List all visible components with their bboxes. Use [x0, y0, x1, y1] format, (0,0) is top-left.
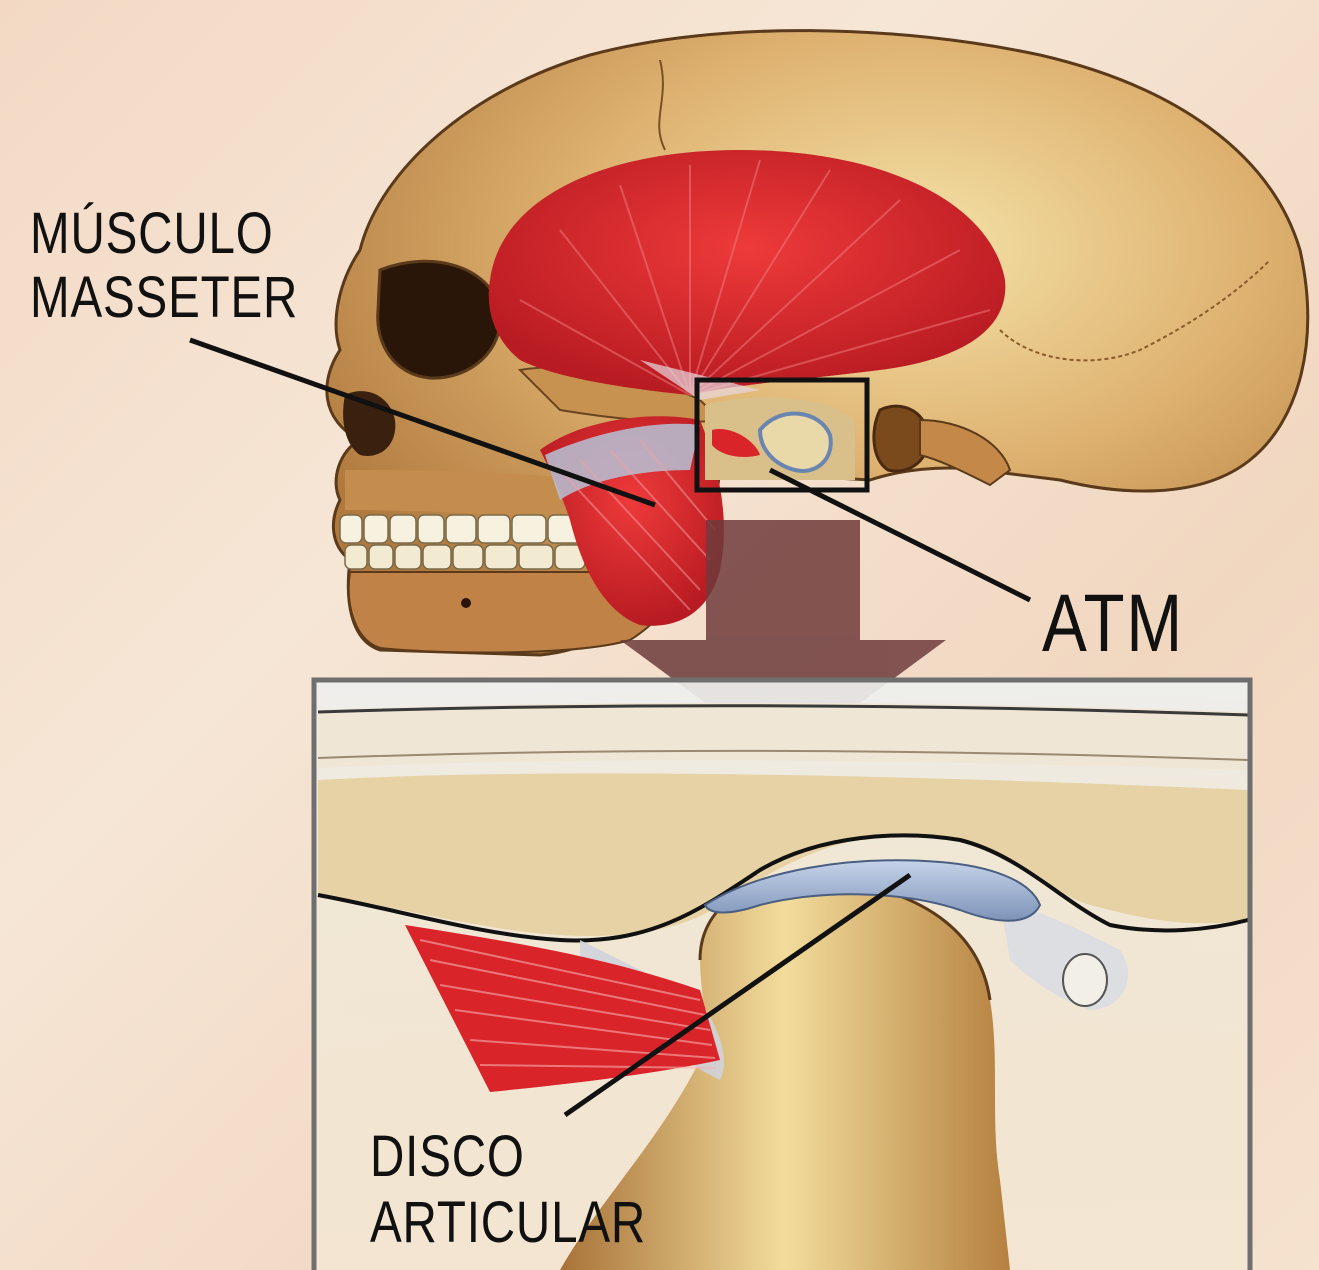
disco-label-line1: DISCO: [370, 1128, 646, 1186]
masseter-label: MÚSCULO MASSETER: [30, 205, 298, 333]
tmj-small-detail: [705, 398, 855, 481]
upper-teeth: [340, 515, 582, 543]
masseter-label-line2: MASSETER: [30, 269, 298, 327]
masseter-label-line1: MÚSCULO: [30, 205, 298, 263]
lower-teeth: [345, 545, 585, 569]
articular-disc-label: DISCO ARTICULAR: [370, 1128, 646, 1260]
disco-label-line2: ARTICULAR: [370, 1194, 646, 1252]
atm-label: ATM: [1042, 583, 1184, 665]
eye-socket: [378, 261, 501, 378]
